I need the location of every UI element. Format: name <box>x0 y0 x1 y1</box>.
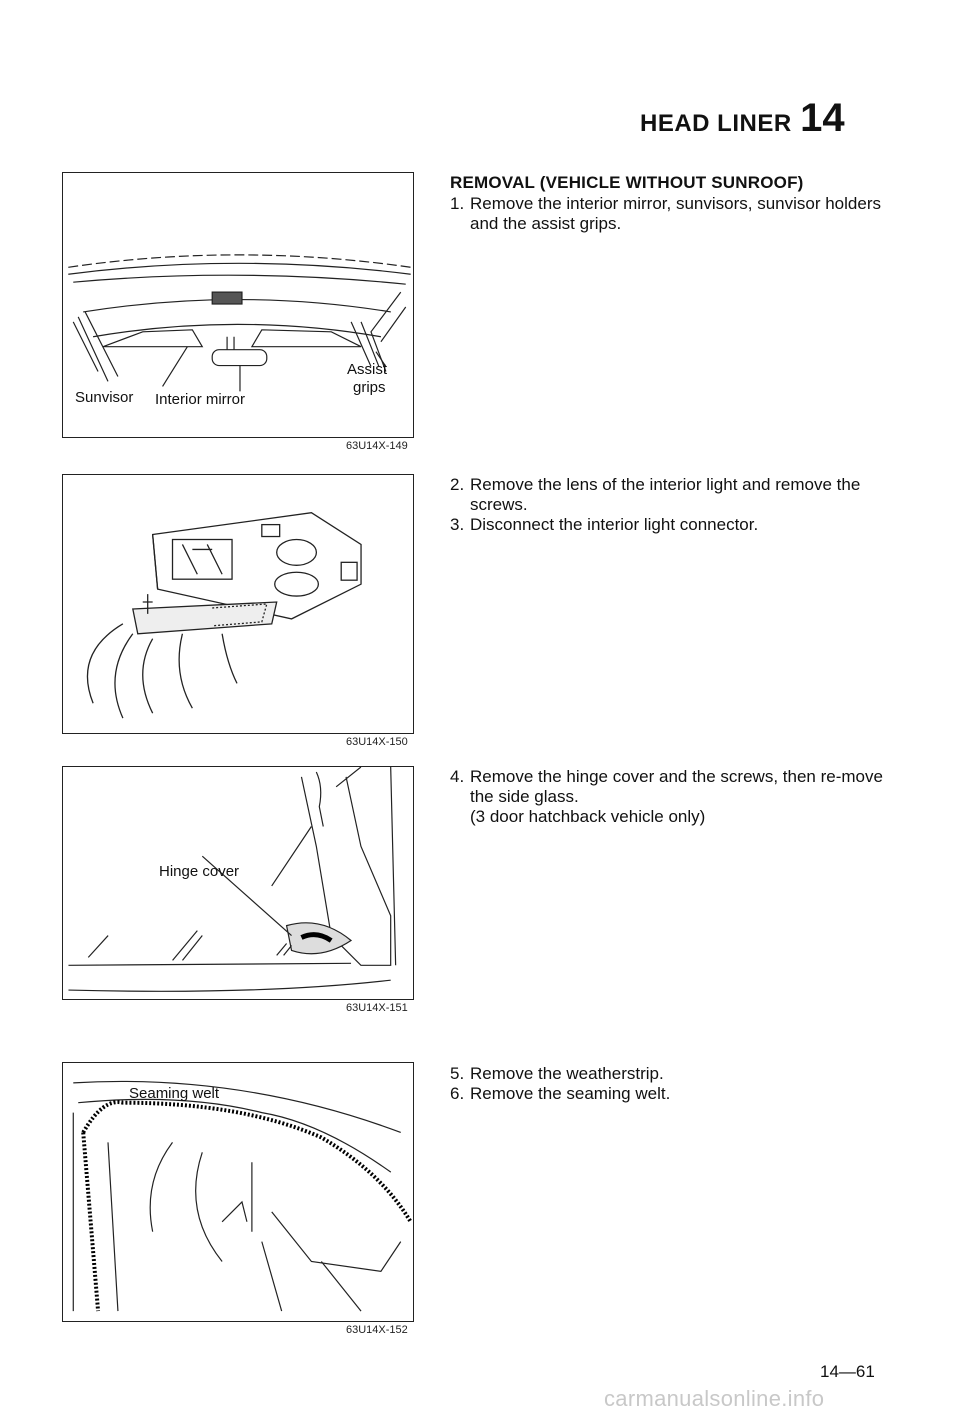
label-assist: Assist <box>347 361 388 378</box>
figure-hinge-cover: Hinge cover <box>62 766 414 1000</box>
label-interior-mirror: Interior mirror <box>155 391 246 408</box>
label-hinge-cover: Hinge cover <box>159 863 240 880</box>
figure-seaming-welt: Seaming welt <box>62 1062 414 1322</box>
step-number: 3. <box>450 515 465 534</box>
figure-code-3: 63U14X-151 <box>346 1002 408 1014</box>
step-6: 6. Remove the seaming welt. <box>450 1084 890 1104</box>
step-number: 6. <box>450 1084 465 1103</box>
step-2: 2. Remove the lens of the interior light… <box>450 475 890 515</box>
label-sunvisor: Sunvisor <box>75 389 134 406</box>
step-number: 2. <box>450 475 465 494</box>
label-grips: grips <box>353 379 386 396</box>
step-3: 3. Disconnect the interior light connect… <box>450 515 890 535</box>
step-text: Remove the interior mirror, sunvisors, s… <box>470 194 881 233</box>
step-text: Remove the seaming welt. <box>470 1084 671 1103</box>
steps-welt: 5. Remove the weatherstrip. 6. Remove th… <box>450 1064 890 1104</box>
step-text: Remove the hinge cover and the screws, t… <box>470 767 883 806</box>
step-number: 4. <box>450 767 465 786</box>
chapter-number: 14 <box>800 96 845 140</box>
step-5: 5. Remove the weatherstrip. <box>450 1064 890 1084</box>
figure-interior-light <box>62 474 414 734</box>
step-number: 5. <box>450 1064 465 1083</box>
step-1: 1. Remove the interior mirror, sunvisors… <box>450 194 890 234</box>
page-header: HEAD LINER 14 <box>640 96 845 141</box>
figure-interior-mirror: Sunvisor Interior mirror Assist grips <box>62 172 414 438</box>
hinge-cover-illustration <box>68 767 397 992</box>
interior-light-illustration <box>86 512 362 719</box>
removal-heading: REMOVAL (VEHICLE WITHOUT SUNROOF) <box>450 173 804 192</box>
steps-light: 2. Remove the lens of the interior light… <box>450 475 890 535</box>
removal-section: REMOVAL (VEHICLE WITHOUT SUNROOF) 1. Rem… <box>450 173 890 234</box>
mirror-illustration <box>68 254 411 392</box>
step-number: 1. <box>450 194 465 213</box>
step-text: Disconnect the interior light connector. <box>470 515 759 534</box>
label-seaming-welt: Seaming welt <box>129 1085 220 1102</box>
step-4: 4. Remove the hinge cover and the screws… <box>450 767 890 827</box>
seaming-welt-illustration <box>72 1080 413 1312</box>
figure-code-1: 63U14X-149 <box>346 440 408 452</box>
figure-code-4: 63U14X-152 <box>346 1324 408 1336</box>
page-number: 14—61 <box>820 1362 875 1381</box>
steps-hinge: 4. Remove the hinge cover and the screws… <box>450 767 890 827</box>
step-note: (3 door hatchback vehicle only) <box>470 807 706 826</box>
step-text: Remove the lens of the interior light an… <box>470 475 861 514</box>
figure-code-2: 63U14X-150 <box>346 736 408 748</box>
section-title: HEAD LINER <box>640 110 792 137</box>
watermark-link[interactable]: carmanualsonline.info <box>604 1386 825 1411</box>
step-text: Remove the weatherstrip. <box>470 1064 664 1083</box>
